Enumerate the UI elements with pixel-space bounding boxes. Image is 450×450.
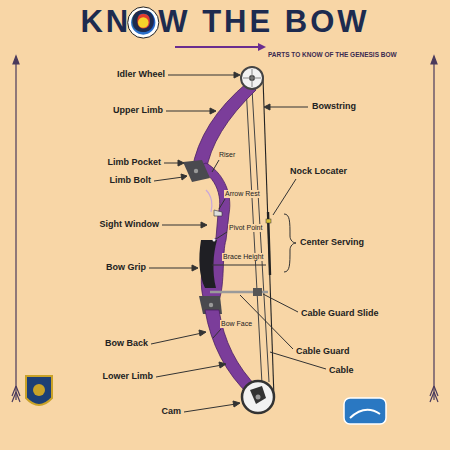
part-label: Limb Bolt [110, 176, 152, 186]
part-label: Cable Guard [296, 347, 350, 357]
part-label: Bow Face [220, 320, 253, 328]
part-label: Riser [218, 151, 236, 159]
program-logo [344, 398, 386, 424]
part-label: Bowstring [312, 102, 356, 112]
part-label: Bow Back [105, 339, 148, 349]
part-label: Arrow Rest [224, 190, 261, 198]
part-label: Cable [329, 366, 354, 376]
part-label: Upper Limb [113, 106, 163, 116]
part-label: Cable Guard Slide [301, 309, 379, 319]
part-label: Lower Limb [102, 372, 153, 382]
part-label: Cam [161, 407, 181, 417]
part-label: Idler Wheel [117, 70, 165, 80]
page-title: KNOW THE BOW [0, 4, 450, 40]
agency-logo [26, 376, 52, 405]
part-label: Bow Grip [106, 263, 146, 273]
part-label: Nock Locater [290, 167, 347, 177]
subtitle: PARTS TO KNOW OF THE GENESIS BOW [268, 51, 397, 58]
part-label: Brace Height [222, 253, 264, 261]
part-label: Pivot Point [228, 224, 263, 232]
part-label: Sight Window [100, 220, 159, 230]
part-label: Center Serving [300, 238, 364, 248]
part-label: Limb Pocket [107, 158, 161, 168]
